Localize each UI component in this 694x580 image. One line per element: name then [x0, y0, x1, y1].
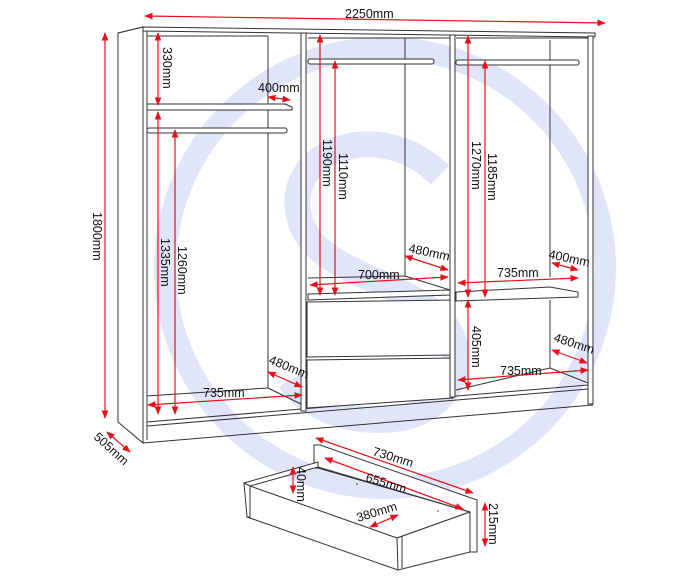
label-right-height: 1270mm	[469, 141, 483, 190]
left-divider	[300, 32, 307, 412]
drawer-end-panel	[396, 511, 471, 571]
label-middle-width: 700mm	[358, 268, 400, 282]
dimension-labels: 2250mm 1800mm 505mm 330mm 400mm 1335mm 1…	[90, 7, 596, 545]
label-right-lower-width: 735mm	[500, 364, 542, 378]
label-overall-width: 2250mm	[345, 7, 394, 21]
right-side-panel	[587, 35, 594, 405]
lower-drawer-front	[306, 357, 454, 409]
right-divider	[449, 34, 456, 398]
label-left-shelf-depth: 400mm	[258, 81, 300, 95]
middle-hanging-rail	[307, 58, 435, 65]
label-left-width: 735mm	[203, 386, 245, 400]
label-left-hanging-height: 1260mm	[175, 246, 189, 295]
label-right-hanging-height: 1185mm	[485, 153, 499, 201]
label-left-height-below-shelf: 1335mm	[158, 238, 172, 287]
label-left-top-shelf-height: 330mm	[160, 47, 174, 89]
label-middle-height: 1190mm	[320, 139, 334, 187]
label-drawer-inner-depth: 380mm	[355, 499, 399, 525]
left-side-panel	[117, 26, 144, 445]
label-middle-hanging-height: 1110mm	[336, 153, 350, 200]
label-right-shelf-width: 735mm	[497, 266, 539, 280]
label-overall-height: 1800mm	[90, 212, 104, 261]
drawer-side-panel	[243, 482, 251, 518]
label-drawer-inner-height: 40mm	[294, 467, 308, 502]
label-middle-depth: 480mm	[407, 241, 451, 263]
left-shelf	[146, 103, 293, 111]
left-hanging-rail	[146, 127, 288, 134]
label-right-shelf-depth: 400mm	[547, 247, 591, 269]
label-right-lower-height: 405mm	[469, 326, 483, 368]
dimension-arrows	[101, 12, 606, 547]
label-drawer-front-height: 215mm	[486, 503, 500, 545]
right-hanging-rail	[455, 59, 580, 66]
upper-drawer-front	[306, 299, 454, 358]
right-shelf	[455, 286, 579, 302]
